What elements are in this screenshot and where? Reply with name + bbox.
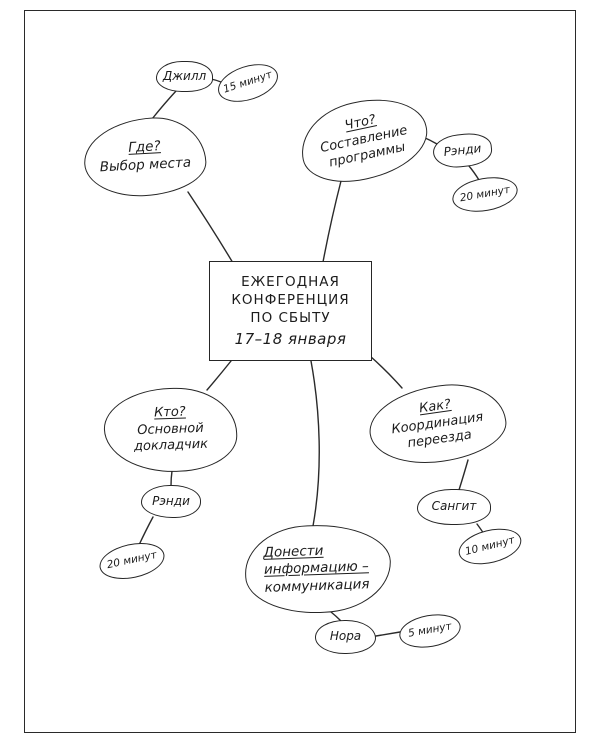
duration-label: 20 минут <box>105 549 158 572</box>
person-name: Рэнди <box>442 140 482 159</box>
duration-label: 20 минут <box>458 183 511 204</box>
connector-center-to-how <box>369 355 403 389</box>
duration-label: 5 минут <box>407 620 453 640</box>
branch-where-question: Где? <box>127 138 162 157</box>
central-topic-line: КОНФЕРЕНЦИЯ <box>231 292 350 308</box>
connector-center-to-comm <box>310 360 320 527</box>
person-sangit-node: Сангит <box>417 489 491 525</box>
connector-center-to-what <box>322 180 342 263</box>
duration-label: 15 минут <box>221 68 274 96</box>
branch-communication-line1: Донести <box>263 542 324 561</box>
person-randy-bottom-node: Рэнди <box>141 485 201 518</box>
person-nora-node: Нора <box>315 620 376 654</box>
branch-who-label-line2: докладчик <box>133 437 209 455</box>
page-border <box>24 10 576 733</box>
connector-center-to-where <box>187 191 234 264</box>
person-name: Сангит <box>431 499 477 514</box>
connector-how-to-sangit <box>458 459 469 491</box>
person-name: Джилл <box>162 68 207 83</box>
person-jill-node: Джилл <box>156 61 213 92</box>
connector-randy-to-20min-bottom <box>138 516 154 546</box>
connector-nora-to-5min <box>375 631 401 637</box>
branch-who-question: Кто? <box>153 404 186 421</box>
branch-where-label: Выбор места <box>99 154 192 176</box>
branch-communication-line3: коммуникация <box>264 575 370 596</box>
connector-where-to-jill <box>151 90 177 120</box>
person-name: Рэнди <box>152 493 190 508</box>
duration-label: 10 минут <box>463 533 516 558</box>
connector-center-to-who <box>206 360 232 391</box>
person-name: Нора <box>329 629 362 644</box>
central-topic-line: ЕЖЕГОДНАЯ <box>241 274 340 290</box>
connector-randy-to-20min-top <box>468 165 480 181</box>
central-topic-date: 17–18 января <box>234 330 347 348</box>
central-topic: ЕЖЕГОДНАЯ КОНФЕРЕНЦИЯ ПО СБЫТУ 17–18 янв… <box>209 261 372 361</box>
connector-who-to-randy <box>170 470 173 487</box>
central-topic-line: ПО СБЫТУ <box>250 310 331 326</box>
